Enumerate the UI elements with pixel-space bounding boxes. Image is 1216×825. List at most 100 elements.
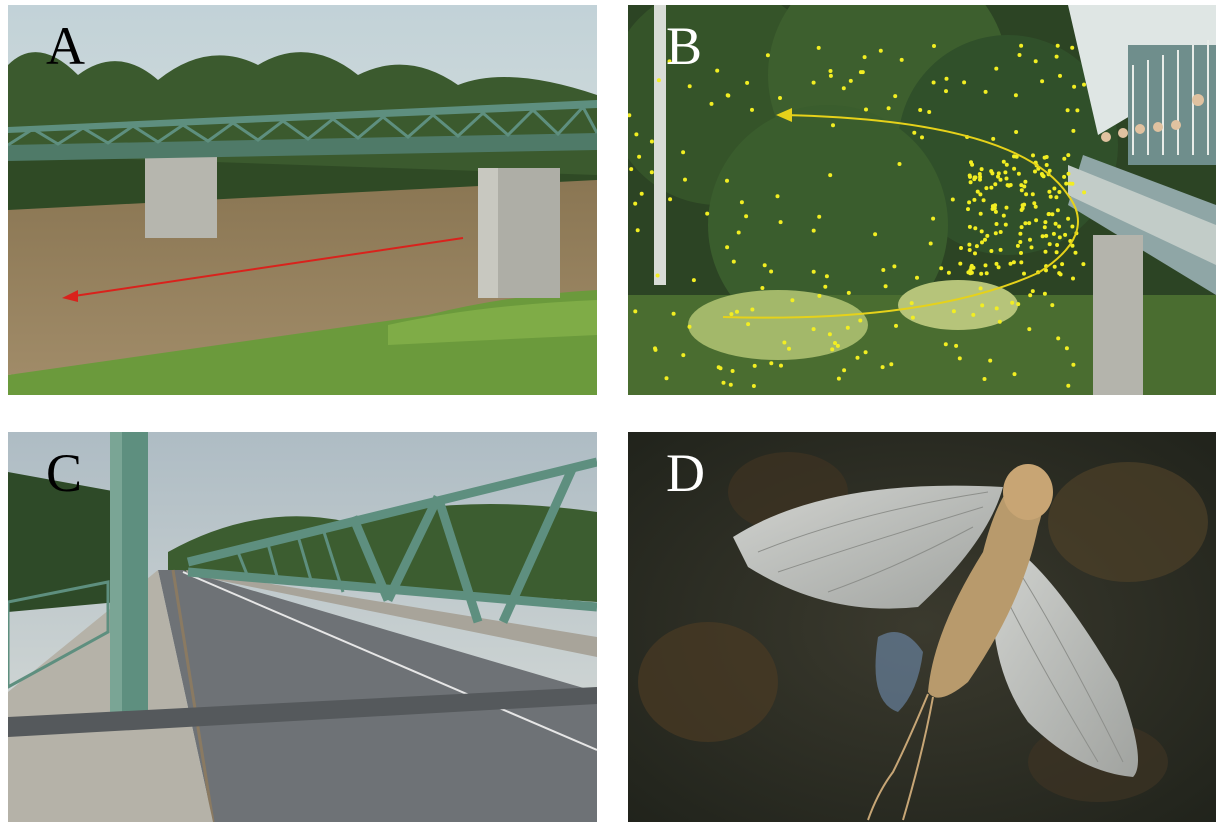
mayfly-dot [1047, 212, 1051, 216]
mayfly-dot [968, 271, 973, 276]
mayfly-dot [858, 318, 863, 323]
mayfly-dot [1051, 231, 1056, 236]
mayfly-dot [683, 177, 687, 182]
mayfly-dot [994, 306, 999, 311]
mayfly-dots [628, 43, 1087, 388]
mayfly-dot [989, 249, 994, 253]
mayfly-dot [811, 228, 816, 233]
mayfly-dot [974, 244, 979, 249]
mayfly-dot [990, 207, 995, 211]
mayfly-dot [1082, 82, 1086, 87]
mayfly-dot [817, 293, 822, 298]
photo-panel-a: A [8, 5, 597, 395]
mayfly-dot [841, 86, 846, 91]
mayfly-dot [1033, 59, 1038, 64]
mayfly-dot [994, 261, 999, 266]
mayfly-dot [1063, 232, 1068, 237]
mayfly-dot [823, 284, 828, 289]
mayfly-dot [1055, 208, 1060, 213]
mayfly-dot [1081, 262, 1086, 267]
mayfly-dot [725, 245, 730, 250]
mayfly-dot [729, 312, 734, 317]
mayfly-dot [989, 185, 994, 190]
mayfly-dot [769, 269, 774, 274]
mayfly-dot [984, 186, 989, 191]
mayfly-dot [1071, 362, 1076, 367]
mayfly-dot [873, 232, 878, 237]
mayfly-dot [991, 136, 996, 141]
mayfly-dot [983, 89, 988, 94]
mayfly-dot [969, 160, 973, 165]
mayfly-dot [982, 377, 987, 381]
mayfly-dot [931, 216, 936, 221]
mayfly-dot [988, 358, 993, 363]
mayfly-dot [846, 290, 851, 295]
mayfly-dot [959, 246, 963, 250]
mayfly-dot [1050, 212, 1055, 217]
mayfly-dot [1054, 250, 1059, 255]
mayfly-dot [1044, 155, 1049, 159]
mayfly-dot [981, 198, 986, 203]
mayfly-dot [1056, 336, 1061, 341]
mayfly-dot [1027, 327, 1032, 332]
mayfly-dot [848, 78, 853, 83]
mayfly-dot [775, 194, 780, 199]
mayfly-dot [1003, 170, 1008, 175]
mayfly-dot [958, 261, 963, 266]
mayfly-dot [681, 150, 686, 155]
mayfly-dot [1044, 233, 1049, 238]
mayfly-dot [993, 209, 998, 214]
mayfly-dot [1014, 130, 1019, 134]
mayfly-dot [1054, 195, 1059, 200]
mayfly-dot [1052, 186, 1057, 191]
mayfly-dot [745, 80, 750, 85]
mayfly-dot [932, 44, 936, 48]
mayfly-dot [1004, 205, 1009, 210]
mayfly-dot [1070, 243, 1075, 248]
mayfly-dot [1047, 242, 1052, 247]
mayfly-dot [1006, 183, 1011, 188]
mayfly-dot [634, 132, 639, 137]
red-arrow-icon [62, 237, 464, 302]
mayfly-dot [1033, 204, 1038, 209]
mayfly-dot [915, 275, 919, 280]
mayfly-dot [1034, 218, 1039, 223]
mayfly-dot [993, 231, 998, 236]
mayfly-dot [830, 347, 835, 352]
mayfly-dot [649, 170, 654, 175]
mayfly-dot [1019, 183, 1024, 188]
mayfly-dot [721, 380, 726, 385]
mayfly-dot [1055, 43, 1060, 48]
mayfly-dot [967, 200, 972, 205]
mayfly-dot [1019, 260, 1024, 265]
mayfly-dot [951, 309, 956, 314]
mayfly-dot [1082, 190, 1087, 195]
mayfly-dot [1016, 302, 1021, 307]
mayfly-dot [845, 325, 850, 330]
mayfly-dot [1019, 251, 1023, 255]
mayfly-dot [892, 264, 897, 269]
mayfly-dot [967, 242, 972, 247]
mayfly-dot [957, 356, 962, 361]
mayfly-dot [828, 73, 833, 78]
mayfly-dot [1050, 303, 1055, 308]
mayfly-dot [996, 265, 1001, 270]
mayfly-dot [1064, 346, 1069, 351]
mayfly-dot [1023, 179, 1028, 184]
mayfly-dot [649, 139, 654, 144]
panel-label-c: C [46, 443, 83, 503]
mayfly-dot [998, 230, 1003, 234]
mayfly-dot [1066, 383, 1071, 388]
mayfly-dot [1044, 163, 1049, 167]
mayfly-dot [1055, 243, 1060, 247]
mayfly-dot [1019, 225, 1024, 230]
mayfly-dot [962, 80, 967, 85]
mayfly-dot [894, 323, 898, 328]
mayfly-dot [1012, 166, 1017, 171]
mayfly-dot [1003, 222, 1008, 227]
mayfly-dot [1016, 171, 1021, 176]
mayfly-dot [909, 301, 914, 306]
mayfly-dot [1066, 153, 1071, 158]
mayfly-dot [1073, 250, 1078, 255]
mayfly-dot [931, 80, 936, 85]
